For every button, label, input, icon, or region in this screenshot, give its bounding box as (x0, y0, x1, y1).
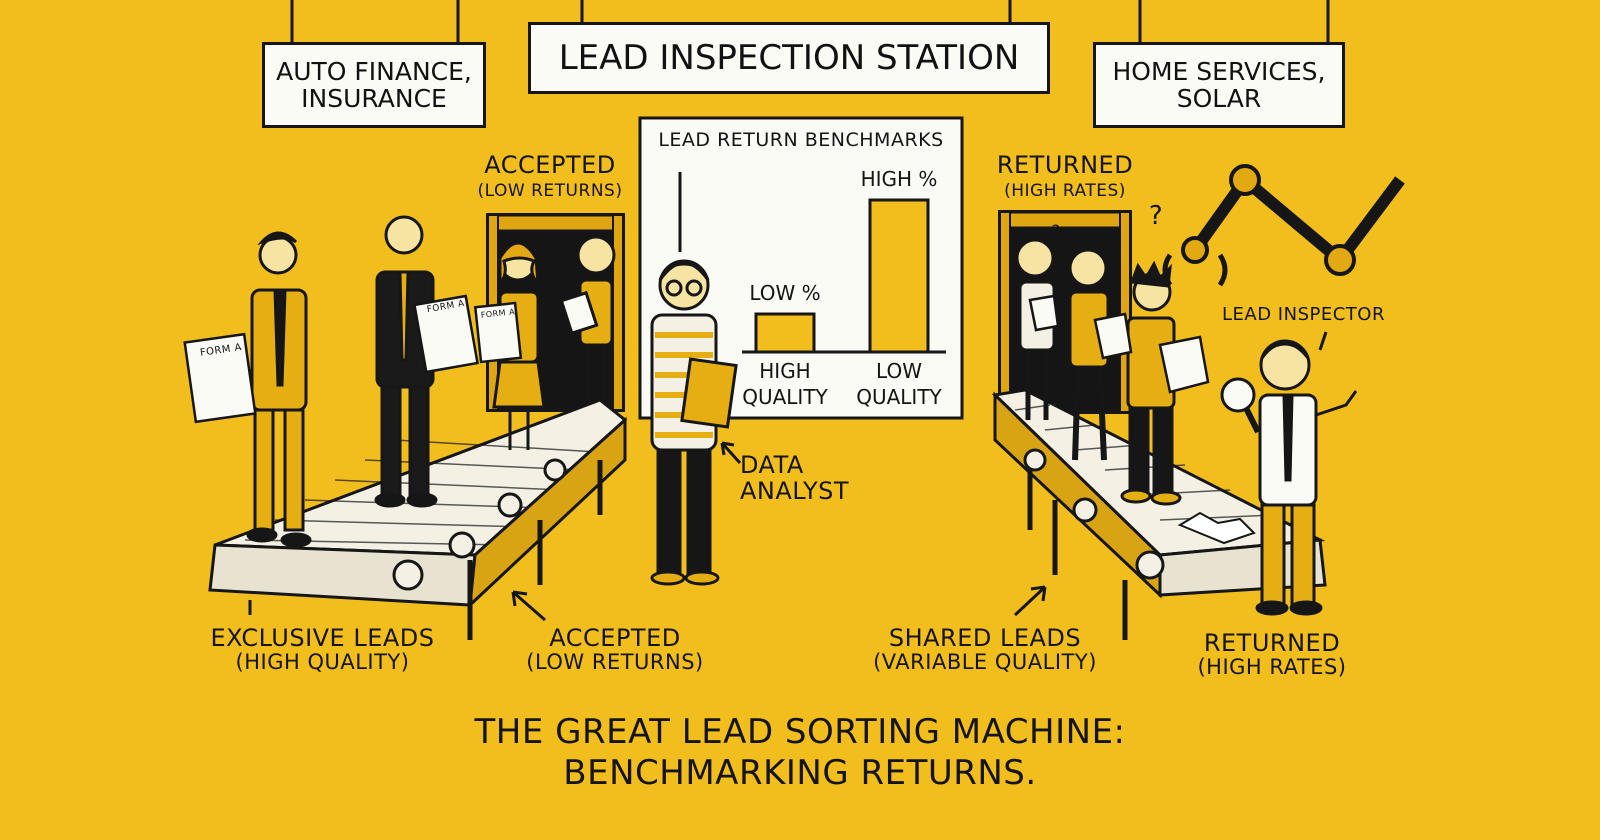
chart-title: LEAD RETURN BENCHMARKS (658, 129, 944, 151)
lead-inspector-label: LEAD INSPECTOR (1222, 304, 1385, 325)
accepted-bottom-subtitle: (LOW RETURNS) (526, 650, 704, 675)
exclusive-lead-person-1 (246, 231, 312, 548)
lead-inspector-person (1220, 339, 1358, 616)
exclusive-lead-person-2 (374, 215, 438, 508)
exclusive-leads-subtitle: (HIGH QUALITY) (235, 650, 410, 675)
returned-bottom-label: RETURNED (HIGH RATES) (1192, 630, 1352, 679)
exclaim-mark: ! (1014, 227, 1022, 246)
form-paper-1 (183, 332, 257, 424)
home-services-sign-line-2: SOLAR (1176, 84, 1262, 113)
crumpled-paper (1028, 294, 1210, 394)
accepted-bottom-title: ACCEPTED (549, 624, 681, 652)
returned-door-subtitle: (HIGH RATES) (1004, 181, 1126, 201)
lead-inspection-station-sign: LEAD INSPECTION STATION (528, 22, 1050, 94)
chart-category-label-2-line-1: LOW (876, 359, 922, 383)
form-paper-3 (473, 301, 523, 364)
question-mark-2: ? (1051, 221, 1061, 240)
shared-leads-label: SHARED LEADS (VARIABLE QUALITY) (865, 625, 1105, 674)
returned-lead-person-2 (1068, 248, 1110, 461)
exclusive-leads-label: EXCLUSIVE LEADS (HIGH QUALITY) (205, 625, 440, 674)
accepted-bottom-label: ACCEPTED (LOW RETURNS) (525, 625, 705, 674)
chart-data-label-2: HIGH % (861, 167, 938, 191)
sign-hangers (290, 0, 1330, 42)
chart-category-label-2-line-2: QUALITY (856, 385, 942, 409)
accepted-door-title: ACCEPTED (484, 151, 616, 179)
chart-category-label-1-line-2: QUALITY (742, 385, 828, 409)
shared-leads-subtitle: (VARIABLE QUALITY) (873, 650, 1097, 675)
data-analyst-label: DATA ANALYST (740, 452, 852, 505)
home-services-sign: HOME SERVICES, SOLAR (1093, 42, 1345, 128)
home-services-sign-line-1: HOME SERVICES, (1112, 57, 1326, 86)
shared-leads-title: SHARED LEADS (888, 624, 1082, 652)
robotic-arm (1162, 164, 1405, 287)
returned-bottom-title: RETURNED (1203, 629, 1341, 657)
exclusive-leads-title: EXCLUSIVE LEADS (210, 624, 435, 652)
returned-lead-person-3 (1120, 260, 1182, 506)
form-paper-2 (413, 294, 479, 374)
pointer-arrows (511, 331, 1328, 622)
chart-category-label-1-line-1: HIGH (759, 359, 810, 383)
chart-bar-2 (868, 198, 930, 354)
accepted-lead-person-4 (559, 235, 616, 400)
caption-line-1: THE GREAT LEAD SORTING MACHINE: (474, 712, 1126, 752)
auto-finance-sign-line-2: INSURANCE (301, 84, 447, 113)
caption: THE GREAT LEAD SORTING MACHINE: BENCHMAR… (350, 712, 1250, 794)
auto-finance-sign-line-1: AUTO FINANCE, (276, 57, 472, 86)
data-analyst-label-line-1: DATA (740, 451, 804, 479)
auto-finance-sign: AUTO FINANCE, INSURANCE (262, 42, 486, 128)
data-analyst-label-line-2: ANALYST (740, 477, 850, 506)
caption-line-2: BENCHMARKING RETURNS. (563, 752, 1037, 793)
chart-data-label-1: LOW % (749, 281, 820, 305)
question-mark-1: ? (1148, 201, 1164, 231)
returned-bottom-subtitle: (HIGH RATES) (1197, 655, 1347, 680)
chart-bar-1 (754, 312, 816, 354)
data-analyst-person (650, 259, 738, 586)
accepted-door-subtitle: (LOW RETURNS) (477, 181, 623, 201)
station-title: LEAD INSPECTION STATION (558, 37, 1020, 78)
returned-door-title: RETURNED (996, 151, 1134, 179)
